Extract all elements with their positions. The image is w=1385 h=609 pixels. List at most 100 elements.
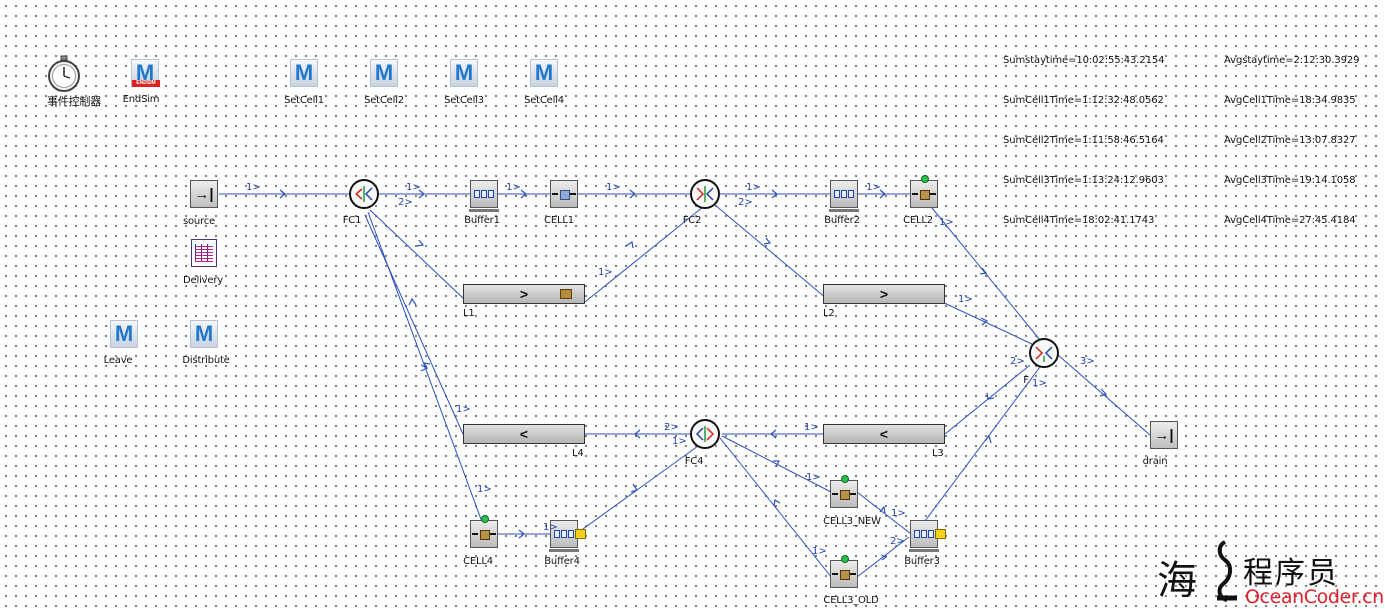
drain-block[interactable]: →| — [1150, 421, 1178, 449]
port-label: 1> — [606, 182, 621, 193]
flow-chevron — [630, 483, 638, 493]
flow-chevron — [416, 239, 425, 247]
conveyor-l3[interactable]: < — [823, 424, 945, 444]
port-label: 1> — [804, 422, 819, 433]
method-label: Distribute — [182, 355, 230, 366]
stat-avg-stay: Avgstaytime=2:12:30.3929 — [1224, 55, 1360, 66]
port-label: 1> — [506, 182, 521, 193]
flow-control-label: FC2 — [682, 215, 702, 226]
flow-chevron — [279, 189, 286, 199]
method-label: EndSim — [122, 94, 160, 105]
stat-sum-cell4: SumCell4Time=18:02:41.1743 — [1003, 215, 1155, 226]
event-controller[interactable] — [44, 55, 84, 95]
flow-chevron — [879, 189, 886, 199]
flow-chevron — [629, 189, 636, 199]
source-block[interactable]: →| — [190, 180, 218, 208]
method-distribute-icon[interactable]: M — [190, 320, 218, 348]
flow-chevron — [773, 499, 781, 507]
flow-chevron — [625, 240, 634, 249]
port-label: 1> — [1032, 378, 1047, 389]
station-cell2[interactable] — [910, 175, 938, 208]
port-label: 1> — [812, 546, 827, 557]
port-label: 1> — [746, 182, 761, 193]
connector — [369, 209, 466, 301]
station-cell3-new[interactable] — [830, 475, 858, 508]
flow-chevron — [634, 429, 641, 439]
method-leave-icon[interactable]: M — [110, 320, 138, 348]
conveyor-l2[interactable]: > — [823, 284, 945, 304]
method-setcell3-icon[interactable]: M — [450, 59, 478, 87]
flow-chevron — [879, 505, 886, 514]
direction-arrow-icon: < — [519, 426, 529, 442]
flow-control-fc1[interactable] — [349, 179, 379, 209]
method-label: SetCell1 — [284, 95, 324, 106]
port-label: 1> — [598, 267, 613, 278]
flow-chevron — [418, 189, 425, 199]
conveyor-l4[interactable]: < — [463, 424, 585, 444]
buffer-label: Buffer4 — [544, 556, 580, 567]
flow-chevron — [763, 237, 772, 245]
method-label: SetCell4 — [524, 95, 564, 106]
port-label: 1> — [543, 522, 558, 533]
port-label: 3> — [1080, 356, 1095, 367]
stat-sum-cell2: SumCell2Time=1:11:58:46.5164 — [1003, 135, 1164, 146]
connector — [924, 366, 1041, 522]
station-cell1[interactable] — [550, 180, 578, 208]
flow-chevron — [880, 554, 888, 561]
flow-control-f[interactable] — [1029, 338, 1059, 368]
station-cell3-old[interactable] — [830, 555, 858, 588]
flow-chevron — [520, 189, 527, 199]
flow-chevron — [1099, 388, 1108, 397]
direction-arrow-icon: > — [879, 286, 889, 302]
conveyor-label: L4 — [572, 448, 584, 459]
event-controller-label: 事件控制器 — [47, 95, 101, 108]
port-label: 1> — [806, 472, 821, 483]
flow-chevron — [980, 317, 989, 326]
station-label: CELL1 — [544, 215, 574, 226]
flow-control-icon — [355, 186, 373, 202]
method-setcell1-icon[interactable]: M — [290, 59, 318, 87]
flow-chevron — [408, 297, 417, 306]
conveyor-label: L3 — [932, 448, 944, 459]
connector — [721, 435, 832, 493]
watermark-title: 程序员 — [1243, 556, 1339, 591]
station-label: CELL2 — [903, 215, 933, 226]
buffer-buffer1[interactable] — [469, 180, 499, 212]
method-setcell4-icon[interactable]: M — [530, 59, 558, 87]
flow-chevron — [984, 434, 992, 444]
method-setcell2-icon[interactable]: M — [370, 59, 398, 87]
method-label: Leave — [103, 355, 133, 366]
port-label: 1> — [456, 404, 471, 415]
flow-control-label: FC4 — [684, 456, 704, 467]
connector — [719, 437, 833, 579]
buffer-buffer3[interactable] — [909, 520, 946, 552]
source-label: source — [182, 216, 216, 227]
method-label: SetCell3 — [444, 95, 484, 106]
port-label: 1> — [477, 484, 492, 495]
station-label: CELL3_OLD — [823, 595, 879, 606]
port-label: 2> — [890, 536, 905, 547]
station-label: CELL4 — [463, 556, 493, 567]
flow-control-icon — [695, 426, 715, 442]
conveyor-label: L2 — [823, 308, 835, 319]
flow-control-label: F — [1023, 375, 1029, 386]
flow-control-icon — [696, 186, 714, 202]
buffer-label: Buffer2 — [824, 215, 860, 226]
table-file-icon[interactable] — [191, 239, 217, 267]
flow-control-fc2[interactable] — [690, 179, 720, 209]
station-cell4[interactable] — [470, 515, 498, 548]
port-label: 2> — [398, 197, 413, 208]
buffer-buffer4[interactable] — [549, 520, 586, 552]
port-label: 2> — [738, 197, 753, 208]
port-label: 1> — [672, 436, 687, 447]
conveyor-l1[interactable]: > — [463, 284, 585, 304]
connector — [364, 214, 464, 435]
flow-control-fc4[interactable] — [690, 419, 720, 449]
method-label: SetCell2 — [364, 95, 404, 106]
flow-chevron — [770, 429, 777, 439]
stat-avg-cell1: AvgCell1Time=18:34.9835 — [1224, 95, 1356, 106]
buffer-buffer2[interactable] — [829, 180, 859, 212]
delivery-label: Delivery — [183, 275, 223, 286]
